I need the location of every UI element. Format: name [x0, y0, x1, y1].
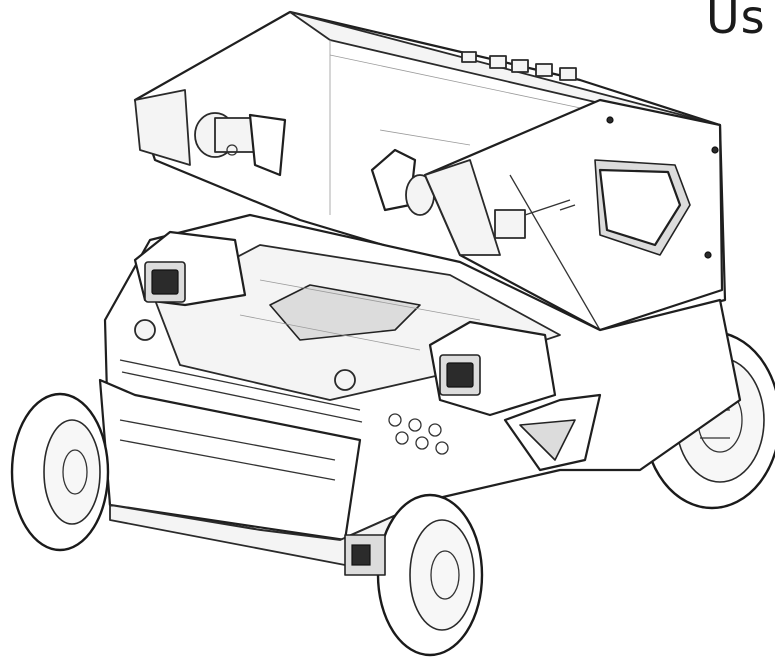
front-bar	[119, 319, 363, 423]
pod-bracket	[494, 199, 571, 239]
front-left-wheel	[10, 392, 110, 552]
right-fender	[503, 393, 602, 472]
center-knob	[370, 148, 435, 216]
corner-text: Us	[706, 0, 766, 44]
top-buttons	[461, 51, 577, 81]
button-panel	[388, 413, 449, 455]
right-sensor	[428, 320, 557, 417]
left-hinge	[194, 112, 287, 177]
axle-hub	[344, 534, 386, 576]
chassis-body	[98, 213, 742, 566]
front-right-wheel	[376, 493, 484, 657]
right-pod	[423, 98, 724, 332]
left-sensor	[133, 230, 247, 307]
